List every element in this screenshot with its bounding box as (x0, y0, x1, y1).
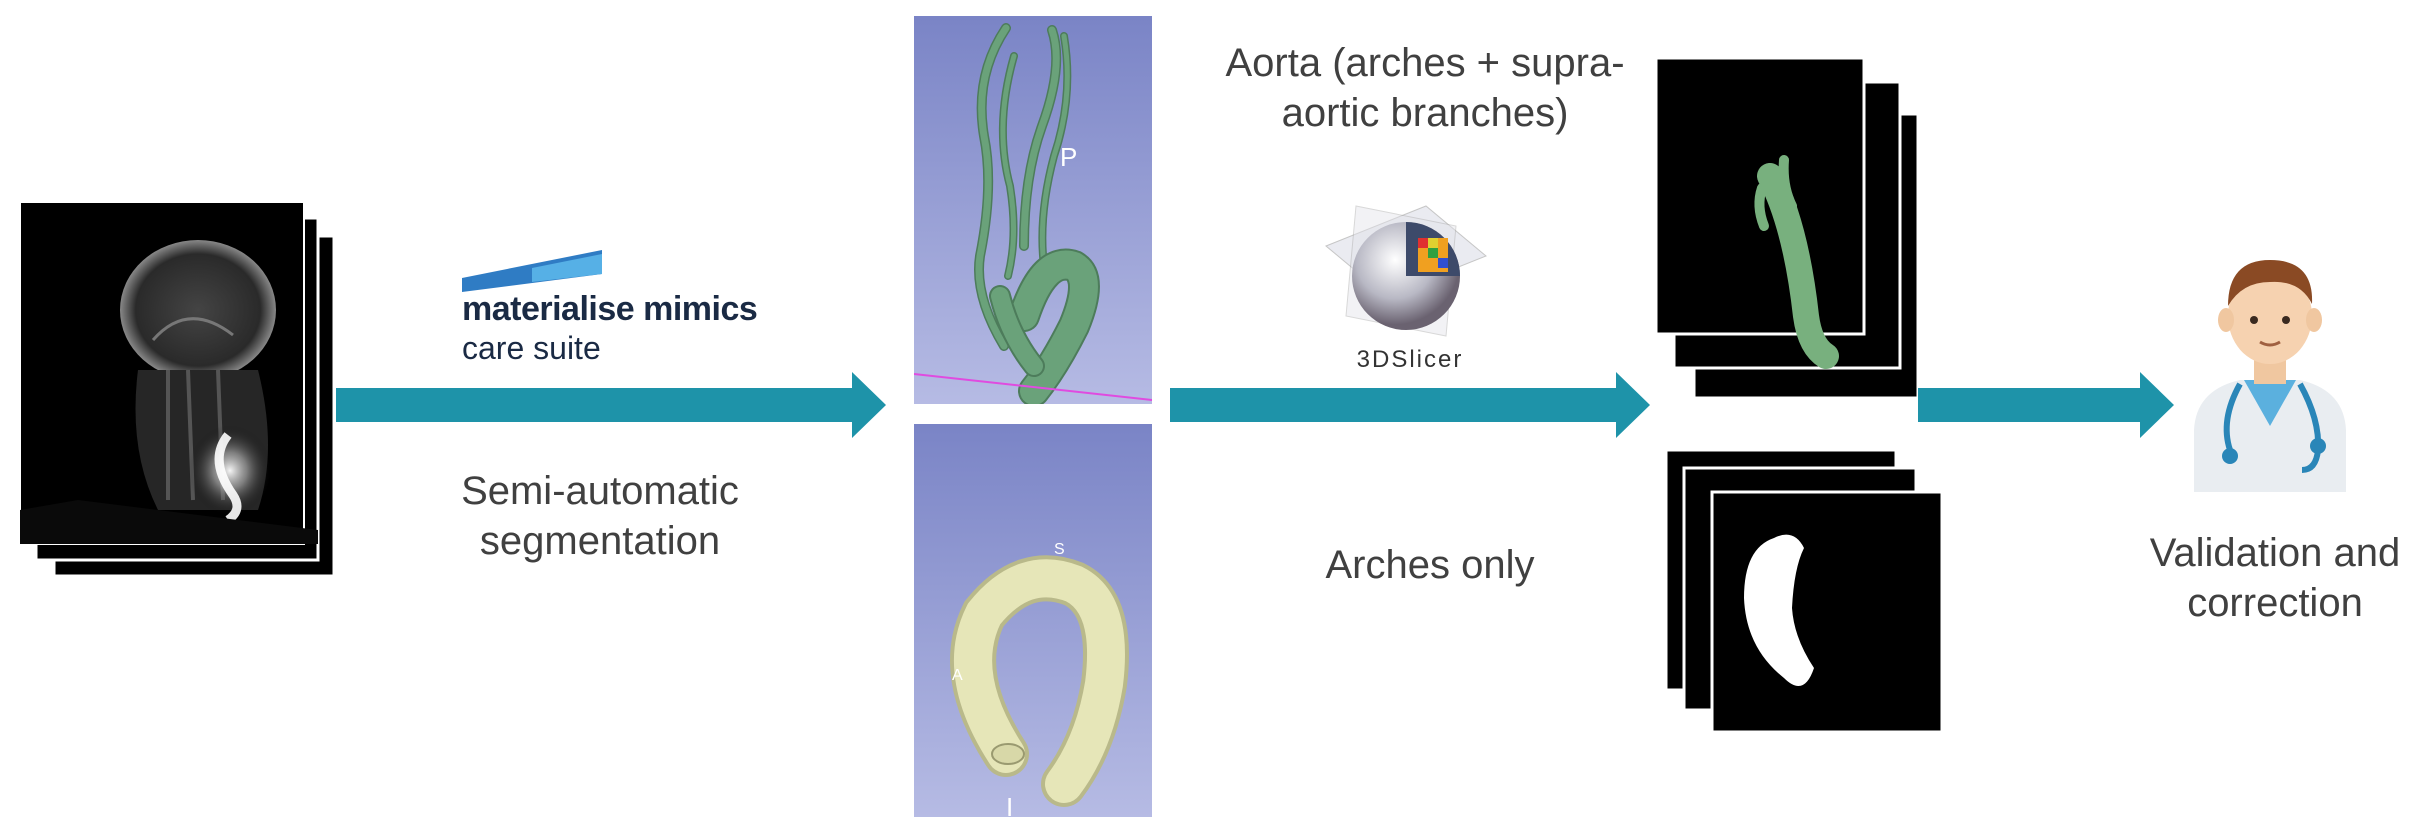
step2-bottom-label: Arches only (1260, 540, 1600, 590)
step1-label: Semi-automatic segmentation (430, 466, 770, 566)
mimics-logo: materialise mimics care suite (462, 250, 792, 370)
render-bottom: S A I (914, 424, 1152, 817)
slicer-logo: 3DSlicer (1306, 186, 1506, 386)
render-bottom-letter-i: I (1006, 792, 1013, 817)
slicer-logo-text: 3DSlicer (1340, 346, 1480, 374)
render-bottom-letter-a: A (952, 667, 963, 684)
render-top: P (914, 16, 1152, 404)
mimics-logo-text: materialise mimics (462, 290, 757, 329)
step2-top-label: Aorta (arches + supra-aortic branches) (1210, 38, 1640, 138)
mimics-logo-subtext: care suite (462, 330, 601, 367)
arrow-icon (336, 372, 886, 438)
step3-label: Validation and correction (2130, 528, 2412, 628)
render-top-letter: P (1060, 142, 1077, 172)
mask-stack-arches-branches (1656, 56, 1920, 400)
arrow-icon (1918, 372, 2174, 438)
render-bottom-letter-s: S (1054, 541, 1065, 558)
mri-stack (18, 200, 338, 580)
mask-stack-arches-only (1664, 448, 1944, 734)
doctor-icon (2190, 250, 2350, 492)
